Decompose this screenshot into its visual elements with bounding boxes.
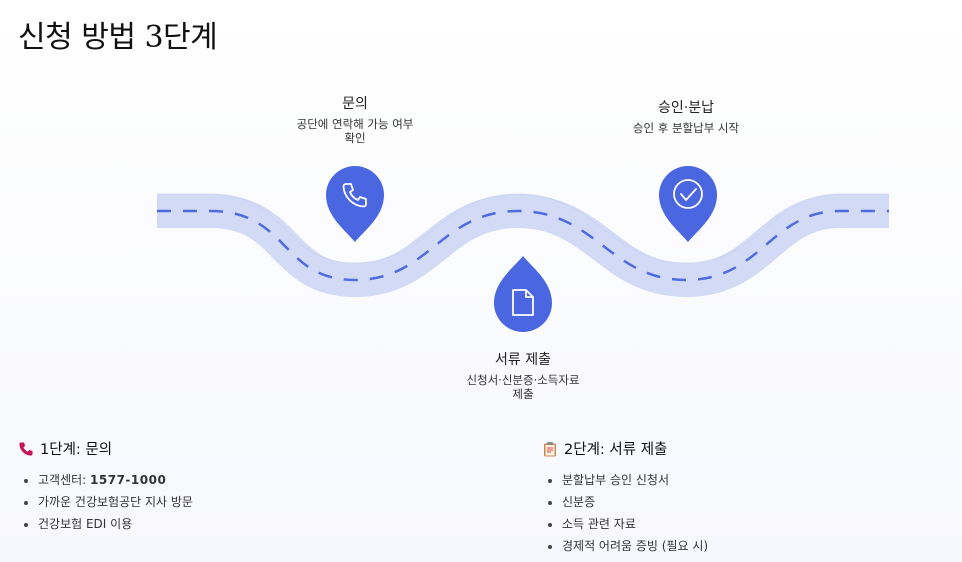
list-item: 경제적 어려움 증빙 (필요 시)	[562, 535, 942, 557]
page-title: 신청 방법 3단계	[18, 20, 218, 55]
step-desc: 신청서·신분증·소득자료 제출	[423, 373, 623, 401]
list-item-label: 고객센터:	[38, 473, 91, 487]
clipboard-icon	[544, 441, 556, 456]
pin-step-1	[326, 166, 384, 242]
step-3-label: 승인·분납 승인 후 분할납부 시작	[586, 97, 786, 135]
step-desc-line: 확인	[344, 131, 366, 145]
section-heading: 2단계: 서류 제출	[542, 438, 942, 459]
list-item: 건강보험 EDI 이용	[38, 513, 458, 535]
pin-step-2	[494, 256, 552, 332]
step-desc: 공단에 연락해 가능 여부 확인	[255, 117, 455, 145]
check-circle-icon	[673, 179, 703, 209]
section-heading-text: 2단계: 서류 제출	[564, 442, 668, 458]
step-title: 승인·분납	[658, 100, 714, 116]
step-desc-line: 승인 후 분할납부 시작	[632, 121, 740, 135]
section-step-1: 1단계: 문의 고객센터: 1577-1000 가까운 건강보험공단 지사 방문…	[18, 438, 458, 535]
list-item: 소득 관련 자료	[562, 513, 942, 535]
step-desc-line: 신청서·신분증·소득자료	[466, 373, 580, 387]
section-heading-text: 1단계: 문의	[40, 442, 113, 458]
list-item-label: 가까운 건강보험공단 지사 방문	[38, 495, 193, 509]
list-item-label: 건강보험 EDI 이용	[38, 517, 133, 531]
step-1-label: 문의 공단에 연락해 가능 여부 확인	[255, 93, 455, 145]
step-desc-line: 제출	[512, 387, 534, 401]
phone-icon	[19, 442, 33, 456]
phone-number: 1577-1000	[90, 473, 167, 487]
section-list: 고객센터: 1577-1000 가까운 건강보험공단 지사 방문 건강보험 ED…	[18, 469, 458, 535]
step-title: 서류 제출	[495, 352, 551, 368]
list-item: 신분증	[562, 491, 942, 513]
step-desc: 승인 후 분할납부 시작	[586, 121, 786, 135]
step-desc-line: 공단에 연락해 가능 여부	[296, 117, 414, 131]
list-item: 고객센터: 1577-1000	[38, 469, 458, 491]
section-step-2: 2단계: 서류 제출 분할납부 승인 신청서 신분증 소득 관련 자료 경제적 …	[542, 438, 942, 557]
document-icon	[512, 289, 534, 316]
section-list: 분할납부 승인 신청서 신분증 소득 관련 자료 경제적 어려움 증빙 (필요 …	[542, 469, 942, 557]
list-item: 가까운 건강보험공단 지사 방문	[38, 491, 458, 513]
step-2-label: 서류 제출 신청서·신분증·소득자료 제출	[423, 349, 623, 401]
phone-icon	[342, 183, 367, 208]
section-heading: 1단계: 문의	[18, 438, 458, 459]
list-item: 분할납부 승인 신청서	[562, 469, 942, 491]
road-dashes	[157, 209, 889, 282]
road-diagram	[157, 166, 889, 332]
pin-step-3	[659, 166, 717, 242]
step-title: 문의	[342, 96, 368, 112]
